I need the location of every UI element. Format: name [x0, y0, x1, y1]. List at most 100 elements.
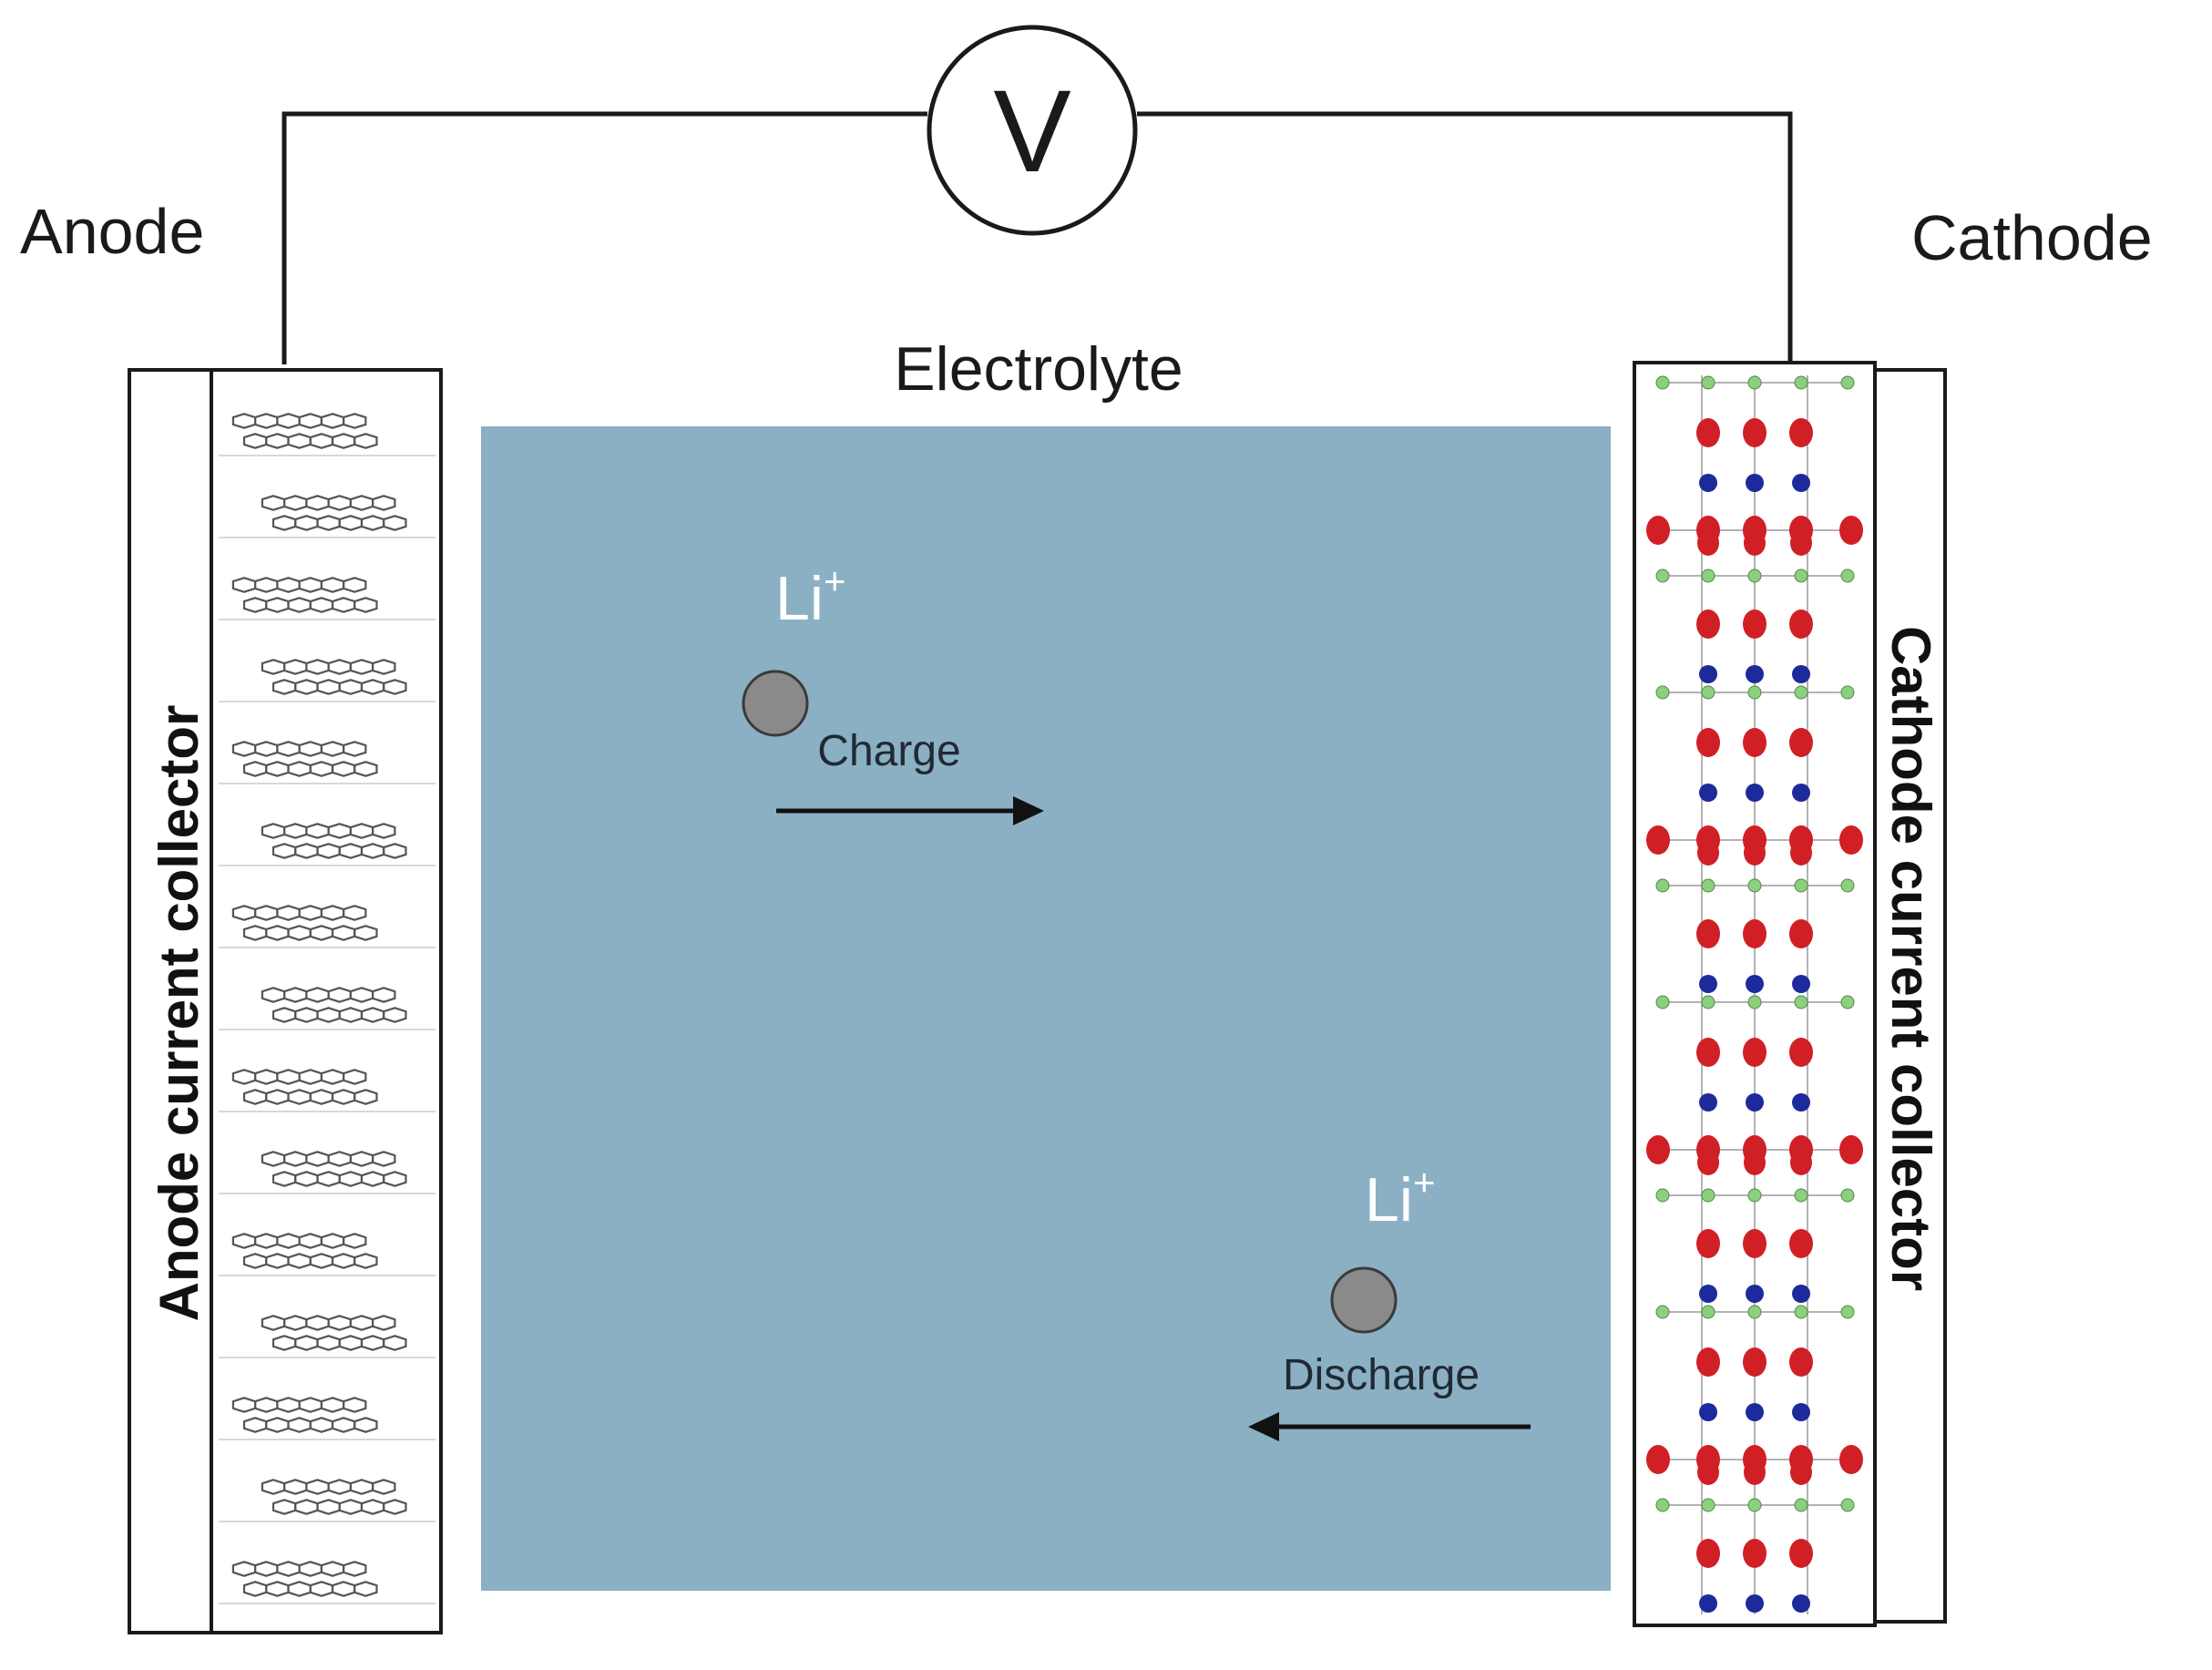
lithium-ion-icon: [1330, 1266, 1398, 1334]
cathode-assembly: Cathode current collector: [1633, 361, 1947, 1627]
lithium-ion-icon: [742, 670, 809, 737]
transition-metal-atom: [1792, 784, 1810, 802]
transition-metal-atom: [1746, 1093, 1764, 1112]
graphene-layer: [219, 987, 435, 1030]
oxygen-atom: [1696, 1347, 1720, 1377]
transition-metal-atom: [1699, 1594, 1717, 1613]
graphene-ring: [372, 659, 396, 675]
lithium-atom: [1655, 1305, 1670, 1319]
oxygen-atom: [1696, 418, 1720, 447]
charge-label: Charge: [817, 727, 960, 775]
oxygen-atom: [1744, 1460, 1766, 1485]
transition-metal-atom: [1699, 474, 1717, 492]
anode-assembly: Anode current collector: [128, 368, 443, 1634]
transition-metal-atom: [1746, 1403, 1764, 1421]
oxygen-atom: [1743, 610, 1767, 639]
graphene-ring: [383, 1335, 407, 1351]
transition-metal-atom: [1746, 474, 1764, 492]
graphene-layer: [219, 1479, 435, 1522]
lithium-atom: [1701, 685, 1715, 700]
graphene-ring: [353, 1417, 378, 1433]
graphene-ring: [372, 823, 396, 839]
cathode-current-collector: [1873, 368, 1947, 1624]
transition-metal-atom: [1792, 1594, 1810, 1613]
graphene-ring: [383, 843, 407, 859]
graphene-ring: [383, 679, 407, 695]
lithium-atom: [1747, 878, 1762, 893]
oxygen-atom: [1743, 1539, 1767, 1568]
electrolyte-label: Electrolyte: [894, 334, 1183, 404]
oxygen-atom: [1646, 1445, 1670, 1474]
lithium-atom: [1747, 995, 1762, 1009]
graphene-layer: [219, 413, 435, 456]
anode-wire: [282, 111, 927, 364]
transition-metal-atom: [1746, 784, 1764, 802]
anode-label: Anode: [20, 196, 204, 267]
oxygen-atom: [1743, 418, 1767, 447]
lithium-atom: [1701, 995, 1715, 1009]
graphene-ring: [343, 1069, 367, 1085]
transition-metal-atom: [1699, 784, 1717, 802]
lithium-atom: [1840, 1498, 1855, 1512]
oxygen-atom: [1697, 530, 1719, 556]
transition-metal-atom: [1792, 1093, 1810, 1112]
graphene-ring: [343, 577, 367, 593]
oxygen-atom: [1697, 1150, 1719, 1175]
oxygen-atom: [1696, 1539, 1720, 1568]
graphene-ring: [383, 515, 407, 531]
oxygen-atom: [1743, 919, 1767, 948]
ion-label-discharge: Li+: [1365, 1161, 1435, 1235]
lithium-atom: [1655, 685, 1670, 700]
lithium-atom: [1747, 1305, 1762, 1319]
oxygen-atom: [1789, 1347, 1813, 1377]
cathode-collector-label: Cathode current collector: [1880, 626, 1941, 1291]
oxygen-atom: [1839, 825, 1863, 855]
lithium-atom: [1701, 1498, 1715, 1512]
lithium-atom: [1655, 878, 1670, 893]
oxygen-atom: [1646, 516, 1670, 545]
ion-superscript-charge: +: [824, 559, 846, 602]
oxygen-atom: [1744, 840, 1766, 866]
graphene-layer: [219, 1069, 435, 1112]
graphene-layer: [219, 1561, 435, 1604]
lithium-atom: [1794, 1498, 1808, 1512]
oxygen-atom: [1789, 1229, 1813, 1258]
graphite-anode: [210, 368, 443, 1634]
lithium-atom: [1840, 878, 1855, 893]
lithium-atom: [1840, 685, 1855, 700]
lithium-atom: [1794, 1188, 1808, 1203]
oxygen-atom: [1790, 530, 1812, 556]
ion-symbol-charge: Li: [775, 564, 824, 633]
graphene-ring: [343, 1397, 367, 1413]
graphene-ring: [353, 433, 378, 449]
oxygen-atom: [1743, 1229, 1767, 1258]
transition-metal-atom: [1792, 1403, 1810, 1421]
cathode-label: Cathode: [1911, 202, 2153, 273]
discharge-arrow-head: [1248, 1412, 1279, 1441]
lithium-atom: [1747, 569, 1762, 583]
graphene-ring: [353, 925, 378, 941]
ion-superscript-discharge: +: [1413, 1161, 1436, 1204]
discharge-label: Discharge: [1283, 1351, 1480, 1399]
graphene-ring: [383, 1171, 407, 1187]
transition-metal-atom: [1699, 665, 1717, 683]
lithium-atom: [1747, 685, 1762, 700]
oxygen-atom: [1839, 1135, 1863, 1164]
graphene-layer: [219, 1315, 435, 1358]
graphene-ring: [372, 1315, 396, 1331]
oxygen-atom: [1743, 728, 1767, 757]
lithium-atom: [1747, 1188, 1762, 1203]
transition-metal-atom: [1699, 1093, 1717, 1112]
transition-metal-atom: [1699, 1285, 1717, 1303]
oxygen-atom: [1696, 919, 1720, 948]
graphene-layer: [219, 495, 435, 538]
graphene-ring: [383, 1007, 407, 1023]
oxygen-atom: [1790, 840, 1812, 866]
lithium-atom: [1701, 1188, 1715, 1203]
graphene-ring: [353, 1581, 378, 1597]
oxygen-atom: [1646, 825, 1670, 855]
anode-collector-label: Anode current collector: [148, 705, 210, 1322]
transition-metal-atom: [1746, 665, 1764, 683]
oxygen-atom: [1744, 1150, 1766, 1175]
